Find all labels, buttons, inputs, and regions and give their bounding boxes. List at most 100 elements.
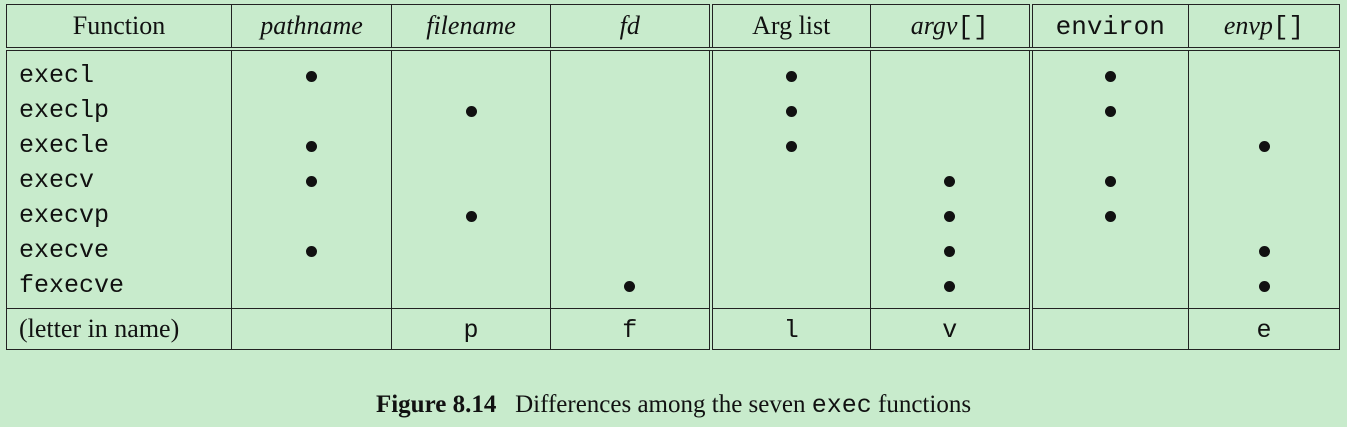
function-name-cell: execve [6,232,232,267]
figure-caption: Figure 8.14 Differences among the seven … [0,391,1347,420]
letter-cell: e [1188,308,1340,350]
bullet-mark [1104,176,1116,188]
mark-cell [391,162,551,197]
bullet-mark [465,106,477,118]
table-row: execv [6,162,1340,197]
bullet-mark [785,106,797,118]
mark-cell [870,92,1031,127]
mark-cell [1028,49,1189,92]
letter-cell: v [870,308,1031,350]
mark-cell [708,232,871,267]
table-row: execlp [6,92,1340,127]
function-name: execl [19,61,95,90]
figure-label: Figure 8.14 [375,391,497,418]
mark-cell [231,49,392,92]
mark-cell [1028,127,1189,162]
function-name-cell: execlp [6,92,232,127]
mark-cell [231,197,392,232]
letter-cell: l [708,308,871,350]
bullet-mark [944,176,956,188]
bullet-mark [1258,141,1270,153]
mark-cell [391,127,551,162]
bullet-mark [1104,106,1116,118]
mark-cell [870,49,1031,92]
mark-cell [550,162,711,197]
header-function: Function [6,4,232,51]
letter-row-label: (letter in name) [6,308,232,350]
mark-cell [391,232,551,267]
mark-cell [231,162,392,197]
mark-cell [231,267,392,309]
mark-cell [1188,267,1340,309]
mark-cell [1028,267,1189,309]
bullet-mark [306,176,317,188]
table-row: execvp [6,197,1340,232]
header-row: Function pathname filename fd Arg list a… [6,4,1340,51]
mark-cell [1188,127,1340,162]
letter-cell: p [391,308,551,350]
letter-row: (letter in name) p f l v e [6,308,1340,350]
letter-cell [231,308,392,350]
function-name: execve [19,236,110,265]
function-name-cell: execv [6,162,232,197]
mark-cell [1188,49,1340,92]
table-row: execle [6,127,1340,162]
bullet-mark [306,71,317,83]
mark-cell [1188,92,1340,127]
function-name: execvp [19,201,110,230]
header-envp-label: envp [1223,10,1273,40]
header-argv-suffix: [] [957,11,989,42]
mark-cell [870,267,1031,309]
header-envp-suffix: [] [1272,11,1305,42]
mark-cell [708,197,871,232]
function-name: execlp [19,96,110,125]
mark-cell [1188,232,1340,267]
bullet-mark [944,281,956,293]
mark-cell [391,49,551,92]
header-fd: fd [550,4,711,51]
function-name-cell: fexecve [6,267,232,309]
header-envp: envp[] [1188,4,1340,51]
mark-cell [550,197,711,232]
mark-cell [870,232,1031,267]
mark-cell [550,92,711,127]
caption-text-after: functions [871,391,972,418]
header-arg-list: Arg list [708,4,871,51]
table-body: execl execlp execle execv execvp execve fexecv… [6,49,1340,309]
bullet-mark [465,211,477,223]
header-argv-label: argv [910,10,958,40]
function-name-cell: execl [6,49,232,92]
mark-cell [391,197,551,232]
mark-cell [391,267,551,309]
function-name: execv [19,166,95,195]
mark-cell [870,127,1031,162]
mark-cell [1028,197,1189,232]
bullet-mark [785,71,797,83]
mark-cell [708,162,871,197]
mark-cell [708,92,871,127]
caption-text-before: Differences among the seven [515,391,812,418]
mark-cell [708,127,871,162]
bullet-mark [944,211,956,223]
mark-cell [1188,197,1340,232]
function-name: execle [19,131,110,160]
mark-cell [1028,232,1189,267]
table-row: fexecve [6,267,1340,309]
mark-cell [550,267,711,309]
exec-functions-table: Function pathname filename fd Arg list a… [6,4,1340,350]
letter-cell: f [550,308,711,350]
mark-cell [708,49,871,92]
header-filename: filename [391,4,551,51]
bullet-mark [1104,71,1116,83]
bullet-mark [785,141,797,153]
mark-cell [231,232,392,267]
mark-cell [1028,162,1189,197]
letter-cell [1028,308,1189,350]
header-pathname: pathname [231,4,392,51]
mark-cell [1028,92,1189,127]
function-name: fexecve [19,271,125,300]
header-environ-label: environ [1055,11,1165,42]
mark-cell [550,49,711,92]
caption-code: exec [811,391,872,420]
mark-cell [870,197,1031,232]
